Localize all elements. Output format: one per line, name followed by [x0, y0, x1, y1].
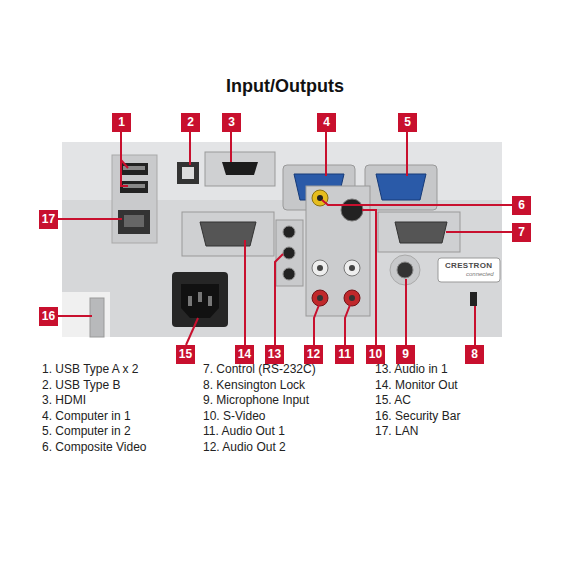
callout-number: 2: [181, 113, 200, 132]
ac-pin: [208, 296, 212, 306]
ac-inlet: [172, 272, 228, 327]
leader-line: [406, 132, 408, 176]
rca-hole: [317, 265, 323, 271]
part-list-item: 1. USB Type A x 2: [42, 362, 139, 376]
part-list-item: 7. Control (RS-232C): [203, 362, 316, 376]
rs232-port: [395, 222, 447, 243]
leader-line: [189, 132, 191, 165]
monitor-recess: [182, 212, 274, 256]
security-recess: [62, 292, 110, 337]
part-list-item: 16. Security Bar: [375, 409, 460, 423]
diagram-title: Input/Outputs: [0, 76, 570, 97]
lan-socket: [124, 215, 144, 227]
leader-line: [121, 132, 128, 168]
part-list-item: 3. HDMI: [42, 393, 86, 407]
vga-port: [376, 174, 426, 200]
callout-number: 17: [39, 210, 58, 229]
callout-number: 4: [317, 113, 336, 132]
leader-line: [362, 210, 376, 345]
leader-line: [58, 218, 122, 220]
callout-number: 10: [366, 345, 385, 364]
ac-pin: [198, 292, 202, 302]
monitor-out-port: [200, 222, 256, 246]
audio-jack: [283, 226, 295, 238]
rca-red: [344, 290, 360, 306]
rca-red: [312, 290, 328, 306]
part-list-item: 8. Kensington Lock: [203, 378, 305, 392]
leader-line: [325, 132, 327, 176]
part-list-item: 14. Monitor Out: [375, 378, 458, 392]
security-bar: [90, 298, 104, 337]
leader-line: [345, 305, 350, 345]
hdmi-recess: [205, 152, 275, 186]
leader-line: [230, 132, 232, 162]
rca-hole: [349, 265, 355, 271]
hdmi-port: [222, 162, 258, 175]
lan-port: [118, 210, 150, 234]
leader-line: [446, 231, 512, 233]
ac-pin: [188, 296, 192, 306]
usb-b-port: [177, 162, 199, 184]
callout-number: 7: [512, 223, 531, 242]
leader-line: [474, 306, 476, 345]
part-list-item: 13. Audio in 1: [375, 362, 448, 376]
part-list-item: 17. LAN: [375, 424, 418, 438]
callout-number: 12: [304, 345, 323, 364]
callout-number: 9: [396, 345, 415, 364]
crestron-badge: [438, 258, 500, 282]
audio-jack: [283, 268, 295, 280]
callout-number: 16: [39, 307, 58, 326]
rca-hole: [349, 295, 355, 301]
leader-line: [121, 160, 128, 186]
callout-number: 14: [235, 345, 254, 364]
callout-number: 15: [176, 345, 195, 364]
vga-recess: [365, 165, 437, 210]
callout-number: 5: [398, 113, 417, 132]
rca-hole: [317, 295, 323, 301]
usb-b-socket: [182, 167, 194, 179]
brand-text: connected: [466, 271, 494, 277]
leader-line: [244, 240, 246, 345]
callout-number: 11: [335, 345, 354, 364]
leader-line: [405, 279, 407, 345]
leader-line: [186, 318, 198, 345]
callout-number: 3: [222, 113, 241, 132]
callout-number: 13: [265, 345, 284, 364]
part-list-item: 15. AC: [375, 393, 411, 407]
callout-number: 6: [512, 196, 531, 215]
rca-white: [312, 260, 328, 276]
usb-recess: [112, 155, 157, 243]
kensington-slot: [470, 292, 477, 306]
brand-text: CRESTRON: [445, 261, 492, 270]
callout-number: 1: [112, 113, 131, 132]
leader-line: [58, 315, 92, 317]
s-video-jack: [341, 199, 363, 221]
part-list-item: 2. USB Type B: [42, 378, 121, 392]
leader-line: [275, 254, 283, 345]
part-list-item: 12. Audio Out 2: [203, 440, 286, 454]
ac-socket: [181, 284, 219, 318]
callout-number: 8: [465, 345, 484, 364]
leader-line: [322, 200, 512, 205]
part-list-item: 11. Audio Out 1: [203, 424, 285, 438]
part-list-item: 10. S-Video: [203, 409, 266, 423]
leader-line: [314, 305, 319, 345]
audio-jack: [283, 247, 295, 259]
part-list-item: 9. Microphone Input: [203, 393, 309, 407]
rca-white: [344, 260, 360, 276]
mic-jack: [397, 262, 413, 278]
part-list-item: 4. Computer in 1: [42, 409, 131, 423]
part-list-item: 5. Computer in 2: [42, 424, 131, 438]
panel-body: [62, 142, 502, 337]
audio-in-recess: [276, 220, 303, 286]
part-list-item: 6. Composite Video: [42, 440, 147, 454]
